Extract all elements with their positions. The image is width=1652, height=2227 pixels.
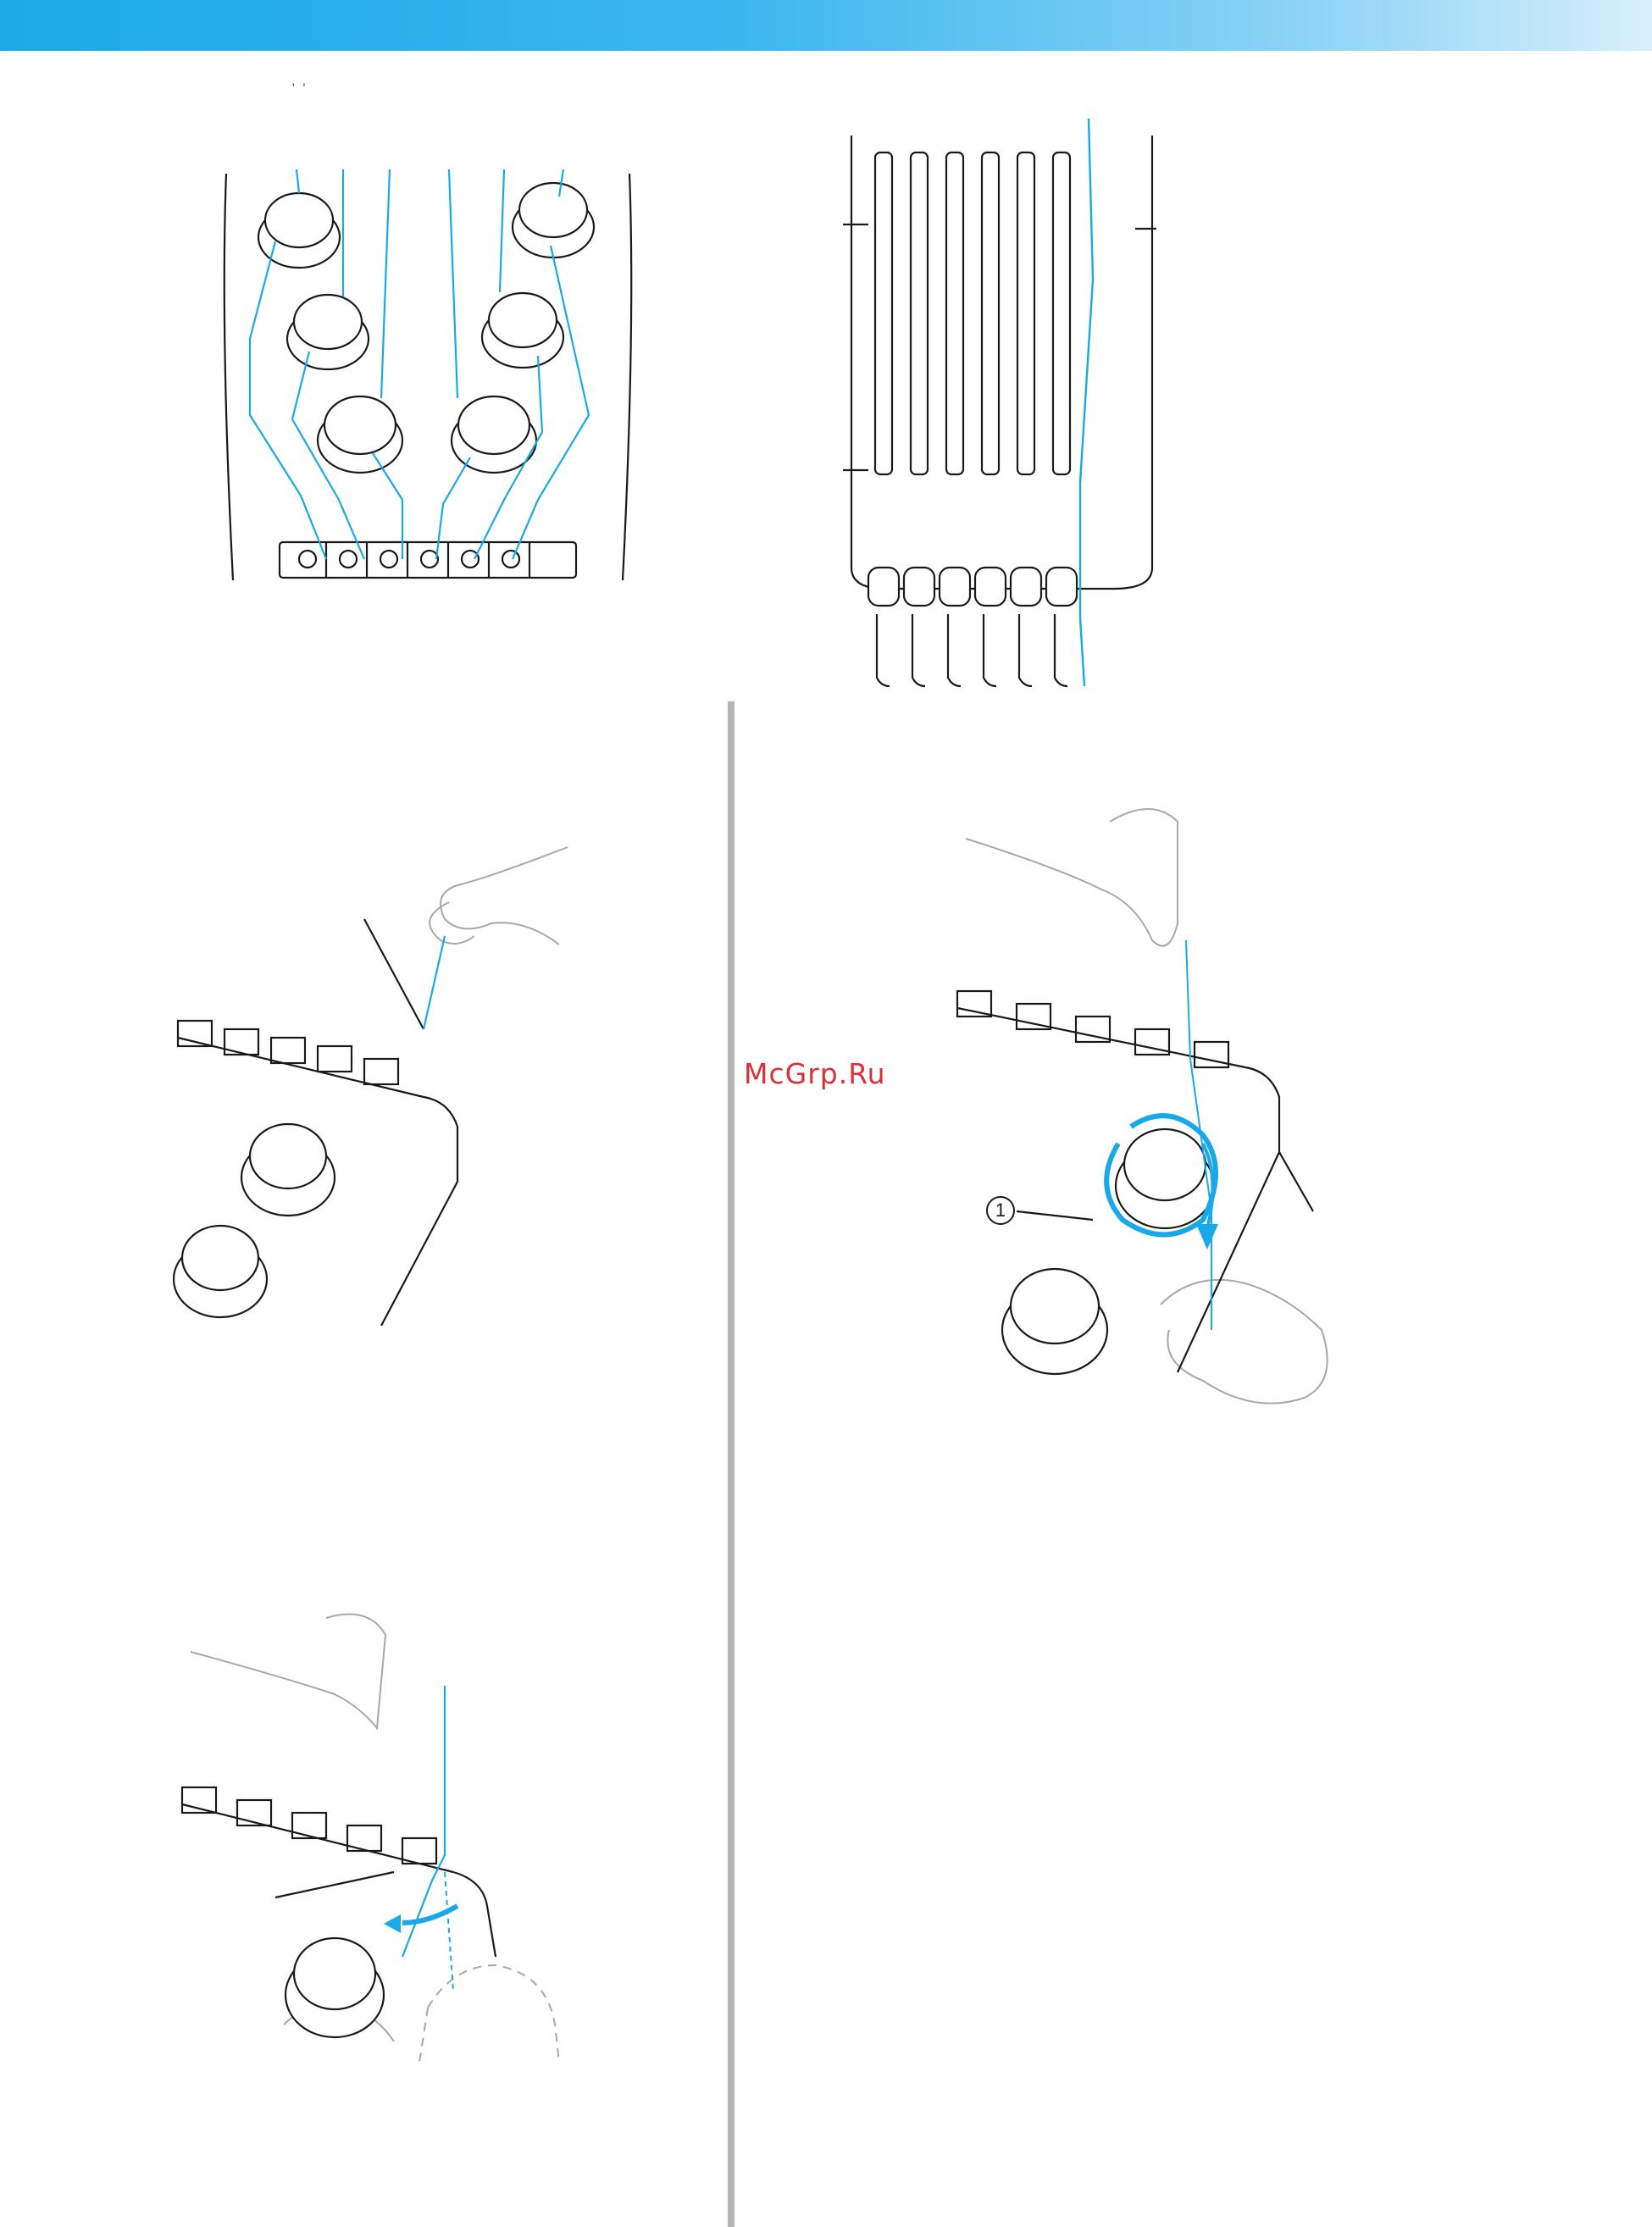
thread-path-diagram xyxy=(216,161,640,601)
watermark-text: McGrp.Ru xyxy=(744,1057,886,1091)
thread-guide-hand-illustration xyxy=(169,843,610,1326)
header-band xyxy=(0,0,1652,51)
column-divider xyxy=(728,701,735,2227)
needle-bar-diagram xyxy=(834,110,1156,695)
page-mark: ' ' xyxy=(292,80,308,94)
guide-pull-illustration xyxy=(174,1601,648,2075)
tension-disc-wrap-illustration xyxy=(949,788,1436,1432)
callout-number-1: 1 xyxy=(986,1196,1015,1225)
